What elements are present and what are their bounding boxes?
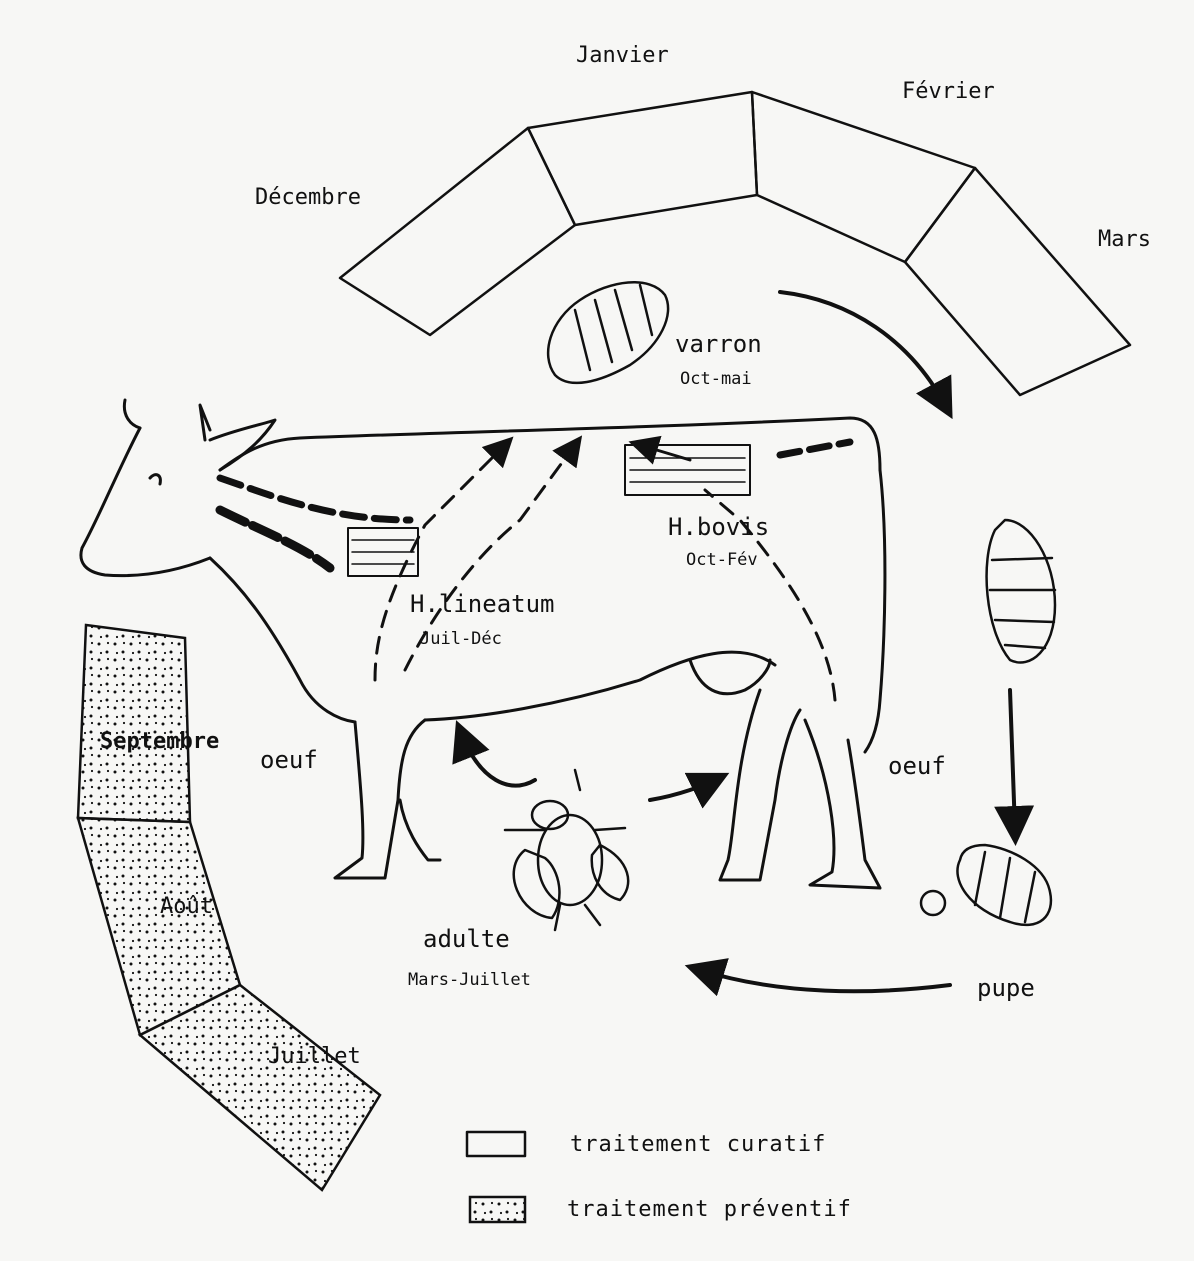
esophagus-path: [220, 478, 410, 520]
cow-horn-left: [200, 405, 210, 440]
legend-swatch-curative: [467, 1132, 525, 1156]
varron-larva-icon: [548, 282, 668, 383]
label-adult: adulte: [423, 925, 510, 953]
label-varron: varron: [675, 330, 762, 358]
label-h-bovis-period: Oct-Fév: [686, 550, 758, 570]
legend-label-curative: traitement curatif: [570, 1132, 826, 1157]
legend: traitement curatif traitement préventif: [467, 1132, 852, 1222]
month-cell-july: [140, 985, 380, 1190]
migration-arrows: [375, 445, 835, 700]
cow-horn-right: [124, 400, 140, 428]
label-egg-right: oeuf: [888, 752, 946, 780]
submucosa-path: [220, 510, 330, 568]
label-varron-period: Oct-mai: [680, 369, 752, 389]
legend-swatch-preventive: [470, 1197, 525, 1222]
month-cell-february: [752, 92, 975, 262]
spinal-path: [780, 442, 850, 455]
label-h-lineatum-period: Juil-Déc: [420, 629, 502, 649]
legend-label-preventive: traitement préventif: [567, 1197, 852, 1222]
label-h-lineatum: H.lineatum: [410, 590, 555, 618]
mature-larva-icon: [987, 520, 1055, 663]
month-cell-march: [905, 168, 1130, 395]
label-february: Février: [902, 79, 995, 104]
arrow-adult-to-egg-left: [462, 735, 535, 786]
month-cell-september: [78, 625, 190, 822]
label-january: Janvier: [576, 43, 669, 68]
label-august: Août: [160, 894, 213, 919]
preventive-months-band: [78, 625, 380, 1190]
label-july: Juillet: [268, 1044, 361, 1069]
label-december: Décembre: [255, 185, 361, 210]
month-cell-january: [528, 92, 757, 225]
month-cell-december: [340, 128, 575, 335]
label-egg-left: oeuf: [260, 746, 318, 774]
pupa-icon: [921, 845, 1051, 925]
label-september: Septembre: [100, 729, 219, 754]
arrow-larva-to-pupa: [1010, 690, 1015, 830]
adult-fly-icon: [505, 770, 628, 930]
label-adult-period: Mars-Juillet: [408, 970, 531, 990]
label-march: Mars: [1098, 227, 1151, 252]
arrow-varron-to-larva: [780, 292, 945, 405]
arrow-pupa-to-adult: [700, 970, 950, 991]
label-pupa: pupe: [977, 974, 1035, 1002]
label-h-bovis: H.bovis: [668, 513, 769, 541]
arrow-adult-to-egg-right: [650, 780, 715, 800]
